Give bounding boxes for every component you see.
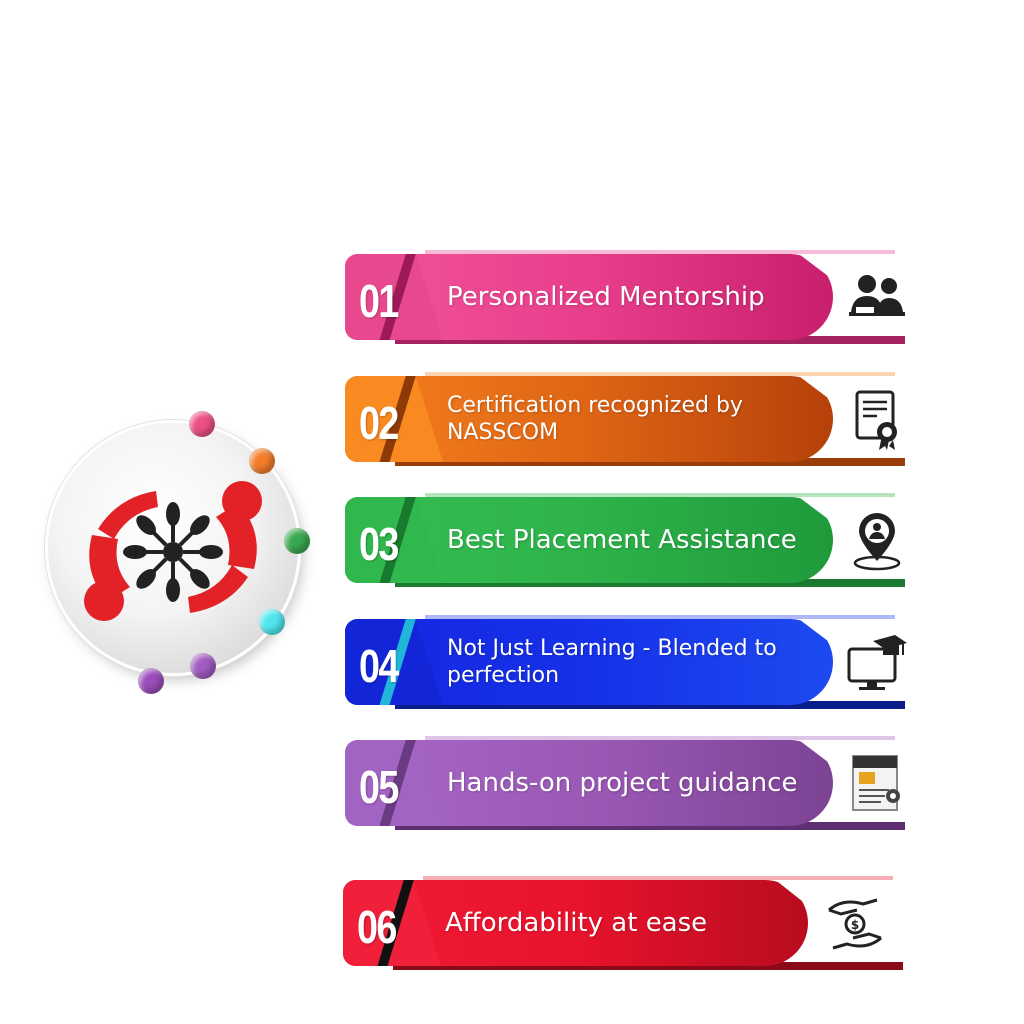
bar-highlight bbox=[425, 736, 895, 740]
bar-shadow bbox=[395, 701, 905, 709]
feature-item-blended-learning: 04 Not Just Learning - Blended to perfec… bbox=[345, 615, 907, 715]
feature-number: 04 bbox=[359, 640, 399, 692]
mentorship-people-icon bbox=[849, 275, 905, 316]
feature-bar: 06 Affordability at ease bbox=[343, 880, 808, 966]
bar-shadow bbox=[395, 336, 905, 344]
orbit-dot-pink bbox=[189, 411, 215, 437]
feature-label: Hands-on project guidance bbox=[447, 767, 798, 798]
orbit-dot-green bbox=[284, 528, 310, 554]
orbit-dot-violet bbox=[138, 668, 164, 694]
feature-label: Personalized Mentorship bbox=[447, 281, 765, 312]
feature-bar: 02 Certification recognized by NASSCOM bbox=[345, 376, 833, 462]
brand-logo-badge bbox=[40, 405, 320, 705]
bar-highlight bbox=[423, 876, 893, 880]
feature-bar: 03 Best Placement Assistance bbox=[345, 497, 833, 583]
feature-item-affordability: 06 Affordability at ease $ bbox=[343, 876, 903, 976]
money-hands-icon: $ bbox=[828, 898, 882, 950]
bar-highlight bbox=[425, 250, 895, 254]
bar-highlight bbox=[425, 615, 895, 619]
bar-highlight bbox=[425, 372, 895, 376]
people-circle-logo-icon bbox=[84, 481, 262, 621]
feature-number: 01 bbox=[359, 275, 399, 327]
bar-shadow bbox=[395, 822, 905, 830]
online-learning-icon bbox=[847, 635, 907, 690]
svg-text:$: $ bbox=[851, 918, 859, 932]
feature-label: Best Placement Assistance bbox=[447, 524, 797, 555]
feature-bar: 04 Not Just Learning - Blended to perfec… bbox=[345, 619, 833, 705]
feature-bar: 01 Personalized Mentorship bbox=[345, 254, 833, 340]
feature-label: Certification recognized by NASSCOM bbox=[447, 392, 743, 446]
feature-item-mentorship: 01 Personalized Mentorship bbox=[345, 250, 905, 350]
bar-shadow bbox=[395, 458, 905, 466]
feature-number: 02 bbox=[359, 397, 399, 449]
feature-item-placement: 03 Best Placement Assistance bbox=[345, 493, 905, 593]
bar-shadow bbox=[393, 962, 903, 970]
orbit-dot-orange bbox=[249, 448, 275, 474]
feature-number: 06 bbox=[357, 901, 397, 953]
feature-label: Not Just Learning - Blended to perfectio… bbox=[447, 635, 777, 689]
feature-number: 05 bbox=[359, 761, 399, 813]
project-document-icon bbox=[852, 755, 900, 811]
bar-shadow bbox=[395, 579, 905, 587]
feature-item-certification: 02 Certification recognized by NASSCOM bbox=[345, 372, 905, 472]
bar-highlight bbox=[425, 493, 895, 497]
feature-number: 03 bbox=[359, 518, 399, 570]
orbit-dot-purple bbox=[190, 653, 216, 679]
placement-location-icon bbox=[853, 513, 901, 571]
certificate-icon bbox=[855, 390, 897, 450]
feature-bar: 05 Hands-on project guidance bbox=[345, 740, 833, 826]
orbit-dot-cyan bbox=[259, 609, 285, 635]
feature-label: Affordability at ease bbox=[445, 907, 708, 938]
feature-item-project-guidance: 05 Hands-on project guidance bbox=[345, 736, 905, 836]
